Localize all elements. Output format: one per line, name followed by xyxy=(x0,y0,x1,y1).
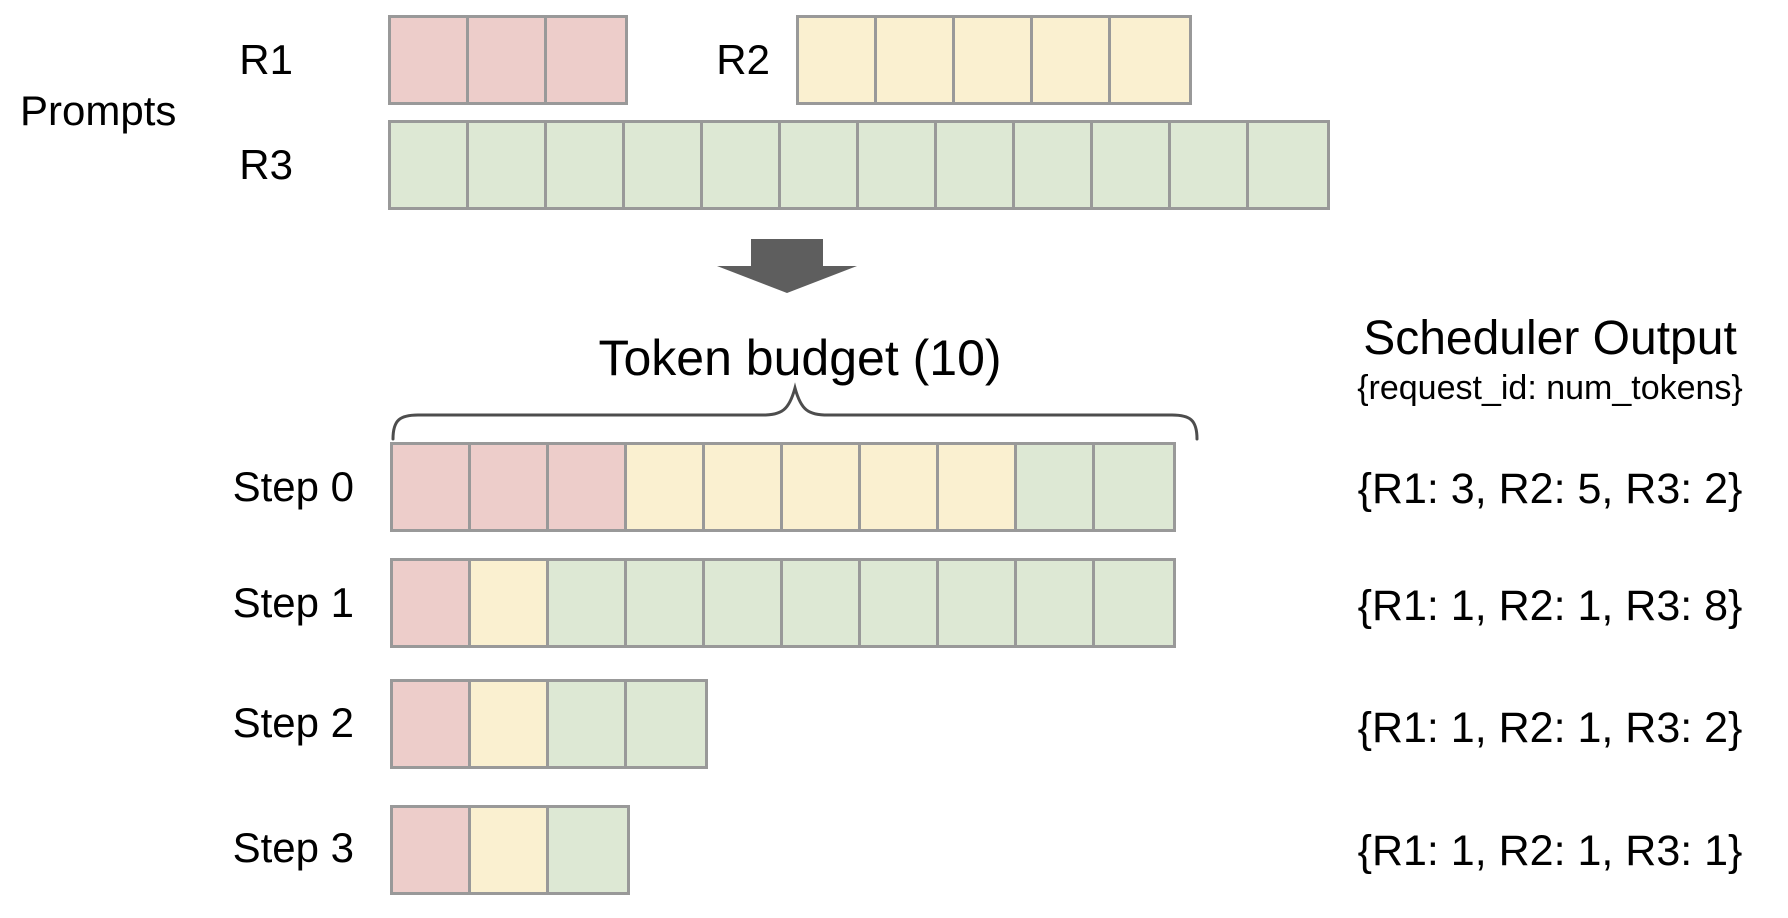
step-0-label: Step 0 xyxy=(232,463,354,510)
token-cell-r1 xyxy=(393,445,471,529)
curly-brace-icon xyxy=(391,382,1199,441)
token-cell-r2 xyxy=(861,445,939,529)
token-cell-r2 xyxy=(877,18,955,102)
down-arrow-head xyxy=(717,266,857,293)
token-cell-r3 xyxy=(627,682,705,766)
token-cell-r2 xyxy=(705,445,783,529)
token-cell-r3 xyxy=(861,561,939,645)
token-cell-r2 xyxy=(627,445,705,529)
token-cell-r3 xyxy=(1249,123,1327,207)
token-cell-r1 xyxy=(393,682,471,766)
token-cell-r3 xyxy=(469,123,547,207)
step-1-token-row xyxy=(390,558,1176,648)
token-cell-r1 xyxy=(549,445,627,529)
token-cell-r3 xyxy=(703,123,781,207)
down-arrow-icon xyxy=(717,239,857,293)
step-2-label: Step 2 xyxy=(232,699,354,746)
scheduler-output-title: Scheduler Output xyxy=(1363,312,1737,365)
prompt-token-row-r1 xyxy=(388,15,628,105)
prompts-section-label: Prompts xyxy=(20,87,177,134)
down-arrow-stem xyxy=(751,239,823,267)
token-cell-r3 xyxy=(783,561,861,645)
token-cell-r3 xyxy=(1093,123,1171,207)
step-2-token-row xyxy=(390,679,708,769)
token-cell-r2 xyxy=(1111,18,1189,102)
token-cell-r1 xyxy=(393,808,471,892)
scheduler-output-subtitle: {request_id: num_tokens} xyxy=(1357,369,1743,407)
request-label-r1: R1 xyxy=(239,36,293,83)
token-cell-r2 xyxy=(799,18,877,102)
token-cell-r3 xyxy=(549,561,627,645)
token-cell-r3 xyxy=(939,561,1017,645)
token-cell-r3 xyxy=(625,123,703,207)
token-cell-r2 xyxy=(783,445,861,529)
token-cell-r3 xyxy=(549,682,627,766)
step-3-token-row xyxy=(390,805,630,895)
token-cell-r3 xyxy=(859,123,937,207)
prompt-token-row-r2 xyxy=(796,15,1192,105)
scheduler-output-step-3: {R1: 1, R2: 1, R3: 1} xyxy=(1357,827,1743,875)
token-cell-r2 xyxy=(955,18,1033,102)
token-cell-r1 xyxy=(469,18,547,102)
token-cell-r2 xyxy=(471,682,549,766)
token-cell-r3 xyxy=(1095,561,1173,645)
token-cell-r3 xyxy=(627,561,705,645)
token-cell-r3 xyxy=(1017,561,1095,645)
scheduler-output-step-1: {R1: 1, R2: 1, R3: 8} xyxy=(1357,582,1743,630)
token-cell-r3 xyxy=(1015,123,1093,207)
request-label-r2: R2 xyxy=(716,36,770,83)
token-cell-r3 xyxy=(781,123,859,207)
token-cell-r3 xyxy=(937,123,1015,207)
token-cell-r1 xyxy=(391,18,469,102)
step-0-token-row xyxy=(390,442,1176,532)
token-cell-r2 xyxy=(939,445,1017,529)
scheduler-output-step-2: {R1: 1, R2: 1, R3: 2} xyxy=(1357,704,1743,752)
token-cell-r3 xyxy=(705,561,783,645)
token-cell-r1 xyxy=(471,445,549,529)
token-cell-r2 xyxy=(1033,18,1111,102)
token-cell-r3 xyxy=(1095,445,1173,529)
scheduler-output-step-0: {R1: 3, R2: 5, R3: 2} xyxy=(1357,465,1743,513)
token-cell-r3 xyxy=(549,808,627,892)
token-cell-r2 xyxy=(471,808,549,892)
step-3-label: Step 3 xyxy=(232,824,354,871)
step-1-label: Step 1 xyxy=(232,579,354,626)
token-cell-r3 xyxy=(391,123,469,207)
token-cell-r1 xyxy=(547,18,625,102)
token-cell-r3 xyxy=(1017,445,1095,529)
request-label-r3: R3 xyxy=(239,141,293,188)
prompt-token-row-r3 xyxy=(388,120,1330,210)
token-cell-r3 xyxy=(547,123,625,207)
token-cell-r1 xyxy=(393,561,471,645)
token-cell-r3 xyxy=(1171,123,1249,207)
token-cell-r2 xyxy=(471,561,549,645)
token-budget-label: Token budget (10) xyxy=(598,330,1002,386)
